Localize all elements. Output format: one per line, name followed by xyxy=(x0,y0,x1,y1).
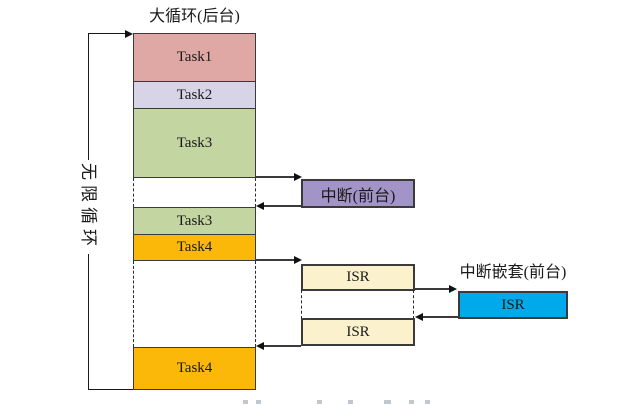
arrowhead-interrupt-return-icon xyxy=(256,202,264,210)
interrupt-label: 中断(前台) xyxy=(320,187,396,205)
arrowhead-isr-return-icon xyxy=(256,342,264,350)
task-box-task3-resumed: Task3 xyxy=(133,207,256,235)
isr-suspended-gap xyxy=(301,290,414,319)
cropped-caption-artifact xyxy=(243,400,248,404)
nested-interrupt-title: 中断嵌套(前台) xyxy=(459,264,567,281)
isr-top-label: ISR xyxy=(346,269,370,285)
stack-suspended-gap-2 xyxy=(133,261,256,347)
task1-label: Task1 xyxy=(176,49,213,65)
task-box-task4: Task4 xyxy=(133,234,256,261)
arrow-line-nested-return xyxy=(423,316,458,318)
background-stack-title: 大循环(后台) xyxy=(149,8,240,25)
isr-bottom-label: ISR xyxy=(346,323,370,340)
arrow-line-isr-to-nested xyxy=(413,288,451,290)
task4-label: Task4 xyxy=(176,239,213,255)
loop-top-arrowhead-icon xyxy=(125,30,133,38)
interrupt-box: 中断(前台) xyxy=(301,179,415,208)
task-box-task4-resumed: Task4 xyxy=(133,347,256,390)
nested-isr-box: ISR xyxy=(458,291,568,319)
cropped-caption-artifact xyxy=(348,400,353,404)
arrow-line-task4-to-isr xyxy=(255,259,295,261)
cropped-caption-artifact xyxy=(256,400,261,404)
task3-resumed-label: Task3 xyxy=(176,212,213,229)
arrow-line-isr-return xyxy=(263,345,301,347)
cropped-caption-artifact xyxy=(425,400,430,404)
isr-box-top: ISR xyxy=(301,264,415,291)
loop-bottom-line xyxy=(88,389,134,390)
arrowhead-nested-return-icon xyxy=(415,313,423,321)
task3-label: Task3 xyxy=(176,134,213,151)
task-box-task1: Task1 xyxy=(133,33,256,82)
nested-isr-label: ISR xyxy=(501,296,525,313)
isr-box-bottom: ISR xyxy=(301,318,415,346)
task4-resumed-label: Task4 xyxy=(176,360,213,376)
arrow-line-interrupt-return xyxy=(263,205,301,207)
arrow-line-task3-to-interrupt xyxy=(255,176,295,178)
arrowhead-to-nested-isr-icon xyxy=(449,285,457,293)
cropped-caption-artifact xyxy=(317,400,322,404)
cropped-caption-artifact xyxy=(384,400,391,404)
stack-suspended-gap-1 xyxy=(133,178,256,207)
loop-top-line xyxy=(88,33,126,34)
arrowhead-to-isr-icon xyxy=(294,256,302,264)
task-box-task2: Task2 xyxy=(133,81,256,109)
cropped-caption-artifact xyxy=(409,400,414,404)
infinite-loop-label: 无限循环 xyxy=(78,160,98,254)
arrowhead-to-interrupt-icon xyxy=(294,173,302,181)
task2-label: Task2 xyxy=(176,86,213,103)
task-box-task3: Task3 xyxy=(133,108,256,178)
